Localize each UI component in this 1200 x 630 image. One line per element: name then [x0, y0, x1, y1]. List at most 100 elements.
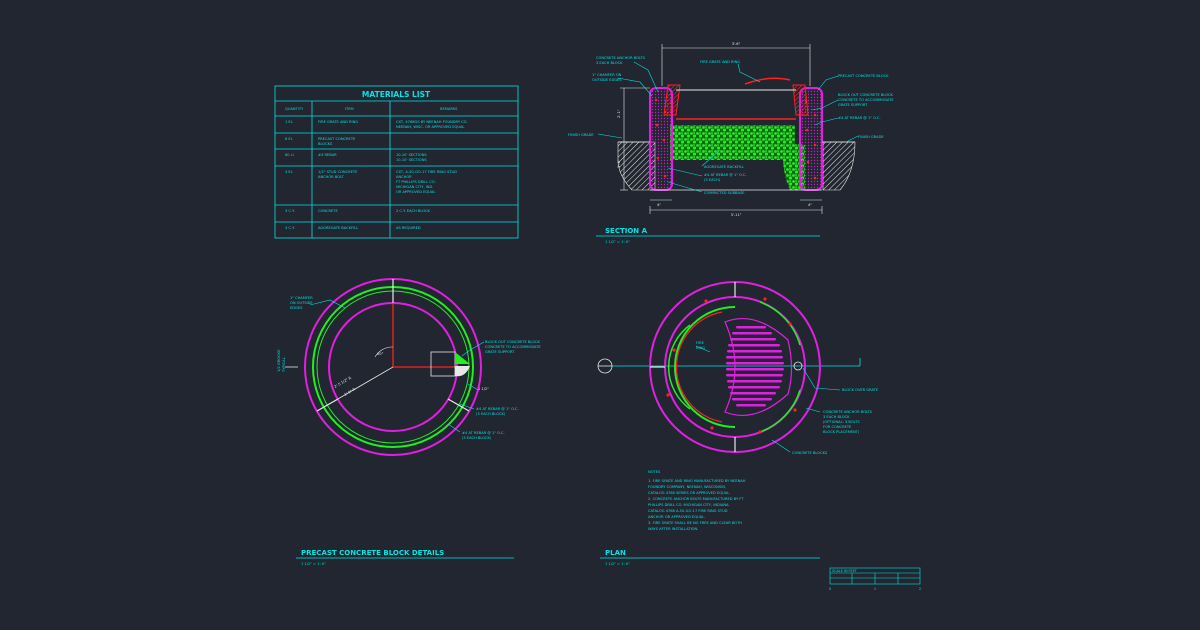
plan-blocks: CONCRETE BLOCKS	[792, 451, 828, 455]
note-line: 1. FIRE GRATE AND RING MANUFACTURED BY N…	[648, 479, 746, 483]
plan-fire-ring-1: FIRE	[696, 341, 705, 345]
plan-anchor-2: 3 EACH BLOCK	[823, 415, 850, 419]
lbl-blockout-3: GRATE SUPPORT	[838, 103, 868, 107]
lbl-fire-grate: FIRE GRATE AND RING	[700, 60, 740, 64]
bd-radius-1: 2'-5 1/2" R	[334, 376, 353, 389]
scale-tick-2: 2	[919, 587, 921, 591]
mat-remark: CXT, A-50-GO-17 FIRE RING STUD	[396, 170, 457, 174]
plan-anchor-3: (OPTIONAL: 3 BOLTS	[823, 420, 860, 424]
scale-bar-title: SCALE IN FEET	[832, 569, 858, 573]
bd-blockout-2: CONCRETE TO ACCOMMODATE	[485, 345, 541, 349]
block-details-drawing	[285, 278, 485, 456]
mat-qty: 3 C.Y.	[285, 226, 295, 230]
bd-rebar-a-1: #4 AT REBAR @ 1" O.C.	[476, 407, 519, 411]
mat-item: AGGREGATE BACKFILL	[318, 226, 358, 230]
note-line: CATALOG 4768 SERIES OR APPROVED EQUAL.	[648, 491, 730, 495]
bd-blockout-1: BLOCK OUT CONCRETE BLOCK	[485, 340, 541, 344]
dim-vert-2: 1'-0"	[617, 159, 621, 168]
mat-remark: OR APPROVED EQUAL	[396, 190, 435, 194]
bd-blockout-3: GRATE SUPPORT	[485, 350, 515, 354]
scale-tick-0: 0	[829, 587, 832, 591]
bd-small-dim: 1 1/2"	[478, 387, 489, 391]
mat-item: PRECAST CONCRETE	[318, 137, 356, 141]
lbl-finish-grade-right: FINISH GRADE	[858, 135, 884, 139]
note-line: PHILLIPS DRILL CO. MICHIGAN CITY, INDIAN…	[648, 503, 730, 507]
lbl-chamfer-2: OUTSIDE EDGES	[592, 78, 622, 82]
mat-remark: 10-10' SECTIONS	[396, 153, 427, 157]
scale-bar	[829, 567, 921, 585]
lbl-anchor-bolts-1: CONCRETE ANCHOR BOLTS	[596, 56, 646, 60]
mat-qty: 6 EL	[285, 137, 293, 141]
col-header-quantity: QUANTITY	[285, 107, 304, 111]
bd-chamfer-2: ON OUTSIDE	[290, 301, 313, 305]
plan-title: PLAN	[605, 549, 626, 557]
note-line: CATALOG 4768 A-50-GO-17 FIRE RING STUD	[648, 509, 728, 513]
lbl-compacted: COMPACTED SUBBASE	[704, 191, 745, 195]
plan-drawing	[597, 281, 861, 453]
mat-remark: CXT, 4768GS BY NEENAH FOUNDRY CO.	[396, 120, 468, 124]
bd-rebar-b-2: (3 EACH BLOCK)	[462, 436, 492, 440]
notes-block: NOTES 1. FIRE GRATE AND RING MANUFACTURE…	[648, 470, 746, 531]
mat-item: BLOCKS	[318, 142, 333, 146]
lbl-precast-block: PRECAST CONCRETE BLOCK	[838, 74, 889, 78]
materials-list-title: MATERIALS LIST	[362, 90, 431, 99]
mat-qty: 60 LI	[285, 153, 294, 157]
mat-remark: FT PHILLIPS DRILL CO.	[396, 180, 436, 184]
materials-list-table	[274, 85, 519, 239]
section-a-drawing	[597, 44, 859, 214]
notes-title: NOTES	[648, 470, 661, 474]
scale-tick-1: 1	[874, 587, 876, 591]
mat-remark: ANCHOR	[396, 175, 412, 179]
bd-angle: 60°	[377, 352, 384, 356]
mat-qty: 3 EL	[285, 170, 293, 174]
mat-item: 1/2" STUD CONCRETE	[318, 170, 358, 174]
plan-grate: BLOCK OVER GRATE	[842, 388, 879, 392]
dim-bottom: 3'-11"	[731, 213, 742, 217]
dim-top: 3'-6"	[732, 42, 741, 46]
lbl-rebar-2a: #4 AT REBAR @ 1" O.C.	[704, 173, 747, 177]
mat-item: ANCHOR BOLT	[318, 175, 345, 179]
dim-vert-1: 2'-1"	[617, 109, 621, 118]
lbl-anchor-bolts-2: 3 EACH BLOCK	[596, 61, 623, 65]
mat-qty: 1 EL	[285, 120, 293, 124]
lbl-blockout-1: BLOCK OUT CONCRETE BLOCK	[838, 93, 894, 97]
lbl-finish-grade-left: FINISH GRADE	[568, 133, 594, 137]
note-line: WAYS AFTER INSTALLATION.	[648, 527, 698, 531]
mat-remark: NEENAH, WISC. OR APPROVED EQUAL	[396, 125, 464, 129]
section-a-title: SECTION A	[605, 227, 648, 235]
mat-item: CONCRETE	[318, 209, 338, 213]
note-line: FOUNDRY COMPANY, NEENAH, WISCONSIN,	[648, 485, 726, 489]
mat-remark: 10-10' SECTIONS	[396, 158, 427, 162]
block-details-title: PRECAST CONCRETE BLOCK DETAILS	[301, 549, 444, 557]
note-line: ANCHOR OR APPROVED EQUAL.	[648, 515, 705, 519]
note-line: 2. CONCRETE ANCHOR BOLTS MANUFACTURED BY…	[648, 497, 744, 501]
dim-right: 4"	[808, 203, 812, 207]
plan-anchor-4: FOR CONCRETE	[823, 425, 852, 429]
plan-fire-ring-2: RING	[696, 346, 705, 350]
plan-anchor-5: BLOCK PLACEMENT)	[823, 430, 860, 434]
bd-rebar-b-1: #4 AT REBAR @ 1" O.C.	[462, 431, 505, 435]
dim-left: 4"	[657, 203, 661, 207]
section-a-scale: 1 1/2" = 1'-0"	[605, 240, 630, 244]
mat-remark: 2 C.Y. EACH BLOCK	[396, 209, 431, 213]
materials-rows: 1 EL FIRE GRATE AND RING CXT, 4768GS BY NE…	[285, 120, 468, 230]
lbl-blockout-2: CONCRETE TO ACCOMMODATE	[838, 98, 894, 102]
mat-remark: MICHIGAN CITY, IND.	[396, 185, 433, 189]
col-header-item: ITEM	[345, 107, 354, 111]
plan-anchor-1: CONCRETE ANCHOR BOLTS	[823, 410, 873, 414]
note-line: 3. FIRE GRATE SHALL BE NO FREE AND CLEAR…	[648, 521, 742, 525]
lbl-rebar-2b: (3 EACH)	[704, 178, 721, 182]
mat-item: #4 REBAR	[318, 153, 337, 157]
lbl-chamfer-1: 1" CHAMFER ON	[592, 73, 622, 77]
mat-remark: AS REQUIRED	[396, 226, 421, 230]
bd-chamfer-1: 1" CHAMFER	[290, 296, 313, 300]
plan-scale: 1 1/2" = 1'-0"	[605, 562, 630, 566]
lbl-rebar: #4 AT REBAR @ 1" O.C.	[838, 116, 881, 120]
block-details-scale: 1 1/2" = 1'-0"	[301, 562, 326, 566]
col-header-remarks: REMARKS	[440, 107, 458, 111]
mat-item: FIRE GRATE AND RING	[318, 120, 358, 124]
bd-rebar-a-2: (3 EACH BLOCK)	[476, 412, 506, 416]
mat-qty: 3 C.Y.	[285, 209, 295, 213]
bd-side-dim-1: 1/2 GROOVE	[277, 349, 281, 372]
